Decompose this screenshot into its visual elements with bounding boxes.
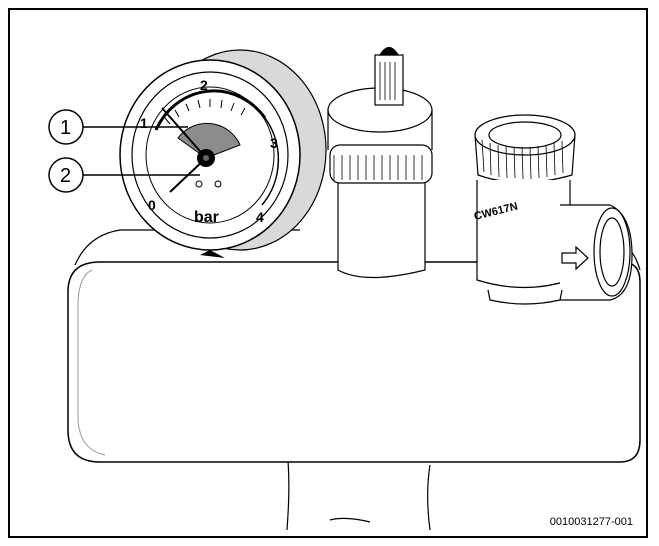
gauge-label-3: 3 bbox=[270, 135, 278, 151]
gauge-unit: bar bbox=[194, 209, 219, 226]
lower-pipe bbox=[286, 459, 431, 531]
gauge-label-0: 0 bbox=[148, 197, 156, 213]
callout-2-number: 2 bbox=[60, 165, 71, 187]
safety-valve bbox=[474, 114, 633, 305]
callout-1 bbox=[48, 109, 188, 145]
gauge-label-1: 1 bbox=[140, 115, 148, 131]
manometer bbox=[119, 49, 327, 258]
housing bbox=[67, 229, 641, 463]
figure-reference-code: 0010031277-001 bbox=[549, 516, 633, 528]
gauge-label-4: 4 bbox=[256, 209, 264, 225]
gauge-label-2: 2 bbox=[200, 77, 208, 93]
air-vent bbox=[327, 46, 433, 279]
callout-1-number: 1 bbox=[60, 117, 71, 139]
callout-2 bbox=[48, 157, 200, 193]
